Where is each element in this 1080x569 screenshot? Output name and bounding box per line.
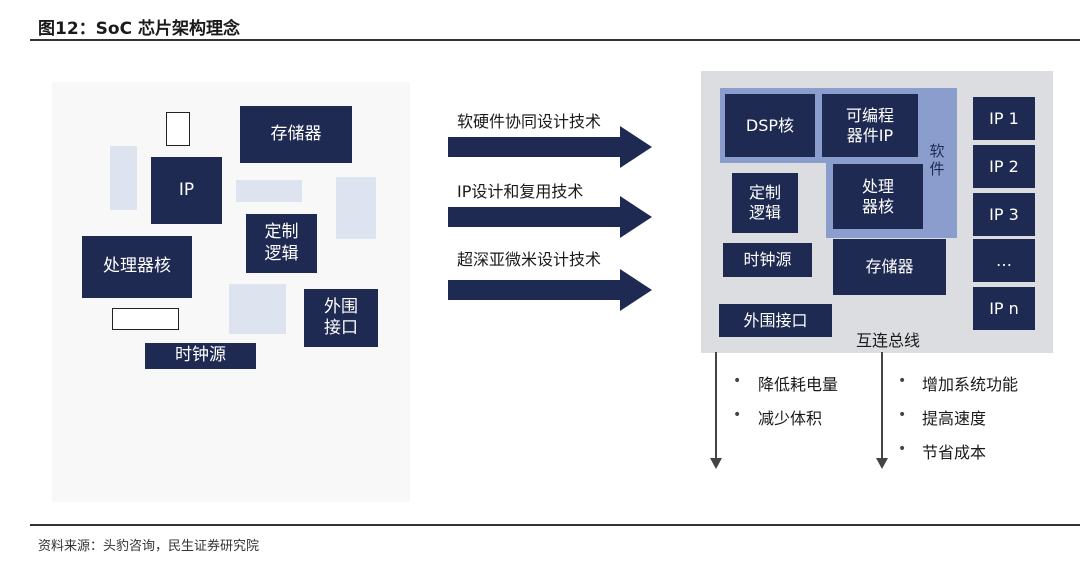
- arrow-ip-reuse: [448, 196, 652, 238]
- decrease-arrow-line: [715, 352, 717, 460]
- right-core-block: 处理 器核: [833, 164, 923, 229]
- right-core-label: 处理 器核: [861, 176, 894, 216]
- dsp-core-label: DSP核: [745, 115, 795, 135]
- ip-block-1: IP 1: [973, 97, 1035, 140]
- bullet-dot: •: [733, 407, 742, 423]
- left-storage-block: 存储器: [240, 106, 352, 163]
- left-clock-block: 时钟源: [145, 343, 256, 369]
- ip-block-3: IP 3: [973, 193, 1035, 236]
- bullet-dot: •: [898, 373, 907, 389]
- ip-block-2: IP 2: [973, 145, 1035, 188]
- ip-block-ellipsis: …: [973, 239, 1035, 282]
- figure-title: 图12：SoC 芯片架构理念: [38, 19, 240, 39]
- left-custom-logic-label: 定制 逻辑: [264, 222, 299, 264]
- increase-arrow-line: [881, 352, 883, 460]
- effect-reduce-power: 降低耗电量: [758, 375, 839, 394]
- right-storage-block: 存储器: [833, 239, 946, 295]
- ip-block-label: IP 2: [989, 156, 1019, 176]
- effect-add-functions: 增加系统功能: [922, 375, 1019, 394]
- left-storage-label: 存储器: [270, 123, 322, 144]
- arrow-label-deep-submicron: 超深亚微米设计技术: [457, 250, 602, 269]
- decor-pale-center: [236, 180, 302, 202]
- arrow-label-ip-reuse: IP设计和复用技术: [457, 182, 584, 201]
- decrease-arrow-head: [710, 458, 722, 469]
- decor-pale-bottom: [229, 284, 286, 334]
- left-ip-label: IP: [178, 179, 195, 200]
- effect-reduce-size: 减少体积: [758, 409, 823, 428]
- ip-block-label: IP 1: [989, 108, 1019, 128]
- ip-block-n: IP n: [973, 287, 1035, 330]
- left-clock-label: 时钟源: [175, 345, 226, 366]
- left-ip-block: IP: [151, 157, 222, 224]
- right-custom-logic-label: 定制 逻辑: [748, 183, 781, 222]
- decor-pale-right: [336, 177, 376, 239]
- increase-arrow-head: [876, 458, 888, 469]
- right-custom-logic-block: 定制 逻辑: [732, 173, 798, 233]
- left-peripheral-label: 外围 接口: [324, 296, 358, 338]
- bullet-dot: •: [898, 441, 907, 457]
- decor-outline-horizontal: [112, 308, 179, 330]
- decor-pale-left: [110, 146, 137, 210]
- effect-save-cost: 节省成本: [922, 443, 987, 462]
- effect-increase-speed: 提高速度: [922, 409, 987, 428]
- arrow-deep-submicron: [448, 269, 652, 311]
- right-storage-label: 存储器: [865, 257, 914, 276]
- programmable-ip-block: 可编程 器件IP: [822, 94, 918, 157]
- left-custom-logic-block: 定制 逻辑: [246, 214, 317, 273]
- decor-outline-vertical: [166, 112, 190, 146]
- left-core-block: 处理器核: [82, 236, 192, 298]
- arrow-codesign: [448, 126, 652, 168]
- left-core-label: 处理器核: [103, 256, 171, 277]
- software-label: 软 件: [929, 142, 945, 178]
- right-clock-block: 时钟源: [723, 243, 812, 277]
- ip-block-label: …: [996, 250, 1012, 270]
- right-clock-label: 时钟源: [743, 250, 792, 269]
- bullet-dot: •: [898, 407, 907, 423]
- bullet-dot: •: [733, 373, 742, 389]
- interconnect-bus-label: 互连总线: [856, 331, 921, 350]
- top-rule: [30, 39, 1080, 41]
- left-peripheral-block: 外围 接口: [304, 289, 378, 347]
- right-peripheral-label: 外围接口: [743, 310, 808, 330]
- ip-block-label: IP n: [989, 298, 1019, 318]
- source-note: 资料来源：头豹咨询，民生证券研究院: [38, 539, 260, 554]
- dsp-core-block: DSP核: [725, 94, 815, 157]
- right-peripheral-block: 外围接口: [719, 304, 832, 337]
- arrow-label-codesign: 软硬件协同设计技术: [457, 112, 602, 131]
- bottom-rule: [30, 524, 1080, 526]
- ip-block-label: IP 3: [989, 204, 1019, 224]
- programmable-ip-label: 可编程 器件IP: [845, 105, 894, 145]
